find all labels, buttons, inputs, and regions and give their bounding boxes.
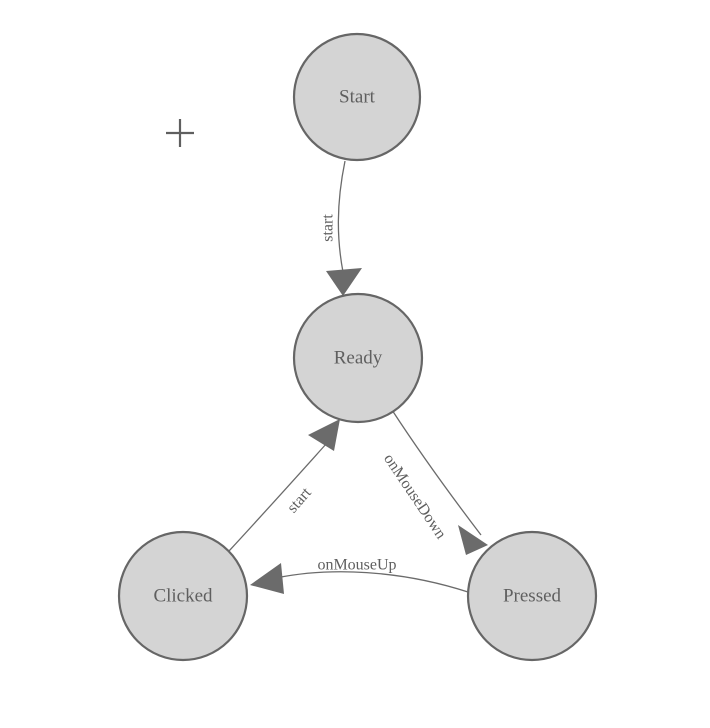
node-clicked-label: Clicked <box>153 585 213 606</box>
edge-ready-to-pressed[interactable]: onMouseDown <box>380 409 488 555</box>
node-start-label: Start <box>339 86 376 107</box>
arrowhead-start-to-ready <box>326 268 362 296</box>
node-clicked[interactable]: Clicked <box>117 530 249 662</box>
edge-label-pressed-to-clicked: onMouseUp <box>317 557 396 574</box>
node-ready-circle[interactable] <box>292 292 424 424</box>
arrowhead-pressed-to-clicked <box>250 563 284 594</box>
edge-pressed-to-clicked[interactable]: onMouseUp <box>250 557 469 594</box>
node-ready-label: Ready <box>334 347 383 368</box>
edge-label-start-to-ready: start <box>320 214 337 242</box>
node-clicked-circle[interactable] <box>117 530 249 662</box>
edge-clicked-to-ready[interactable]: start <box>228 419 340 552</box>
edge-start-to-ready[interactable]: start <box>320 160 362 296</box>
edge-path-pressed-to-clicked <box>275 571 469 593</box>
edge-label-ready-to-pressed: onMouseDown <box>380 451 449 542</box>
node-pressed[interactable]: Pressed <box>466 530 598 662</box>
edge-label-clicked-to-ready: start <box>284 484 315 516</box>
node-pressed-label: Pressed <box>503 585 562 606</box>
node-pressed-circle[interactable] <box>466 530 598 662</box>
node-ready[interactable]: Ready <box>292 292 424 424</box>
edge-path-start-to-ready <box>337 160 346 273</box>
edge-path-ready-to-pressed <box>391 409 482 536</box>
crosshair-icon <box>166 119 194 147</box>
node-start[interactable]: Start <box>292 32 422 162</box>
node-start-circle[interactable] <box>292 32 422 162</box>
edge-path-clicked-to-ready <box>228 442 328 552</box>
arrowhead-ready-to-pressed <box>458 525 488 555</box>
arrowhead-clicked-to-ready <box>308 419 340 451</box>
